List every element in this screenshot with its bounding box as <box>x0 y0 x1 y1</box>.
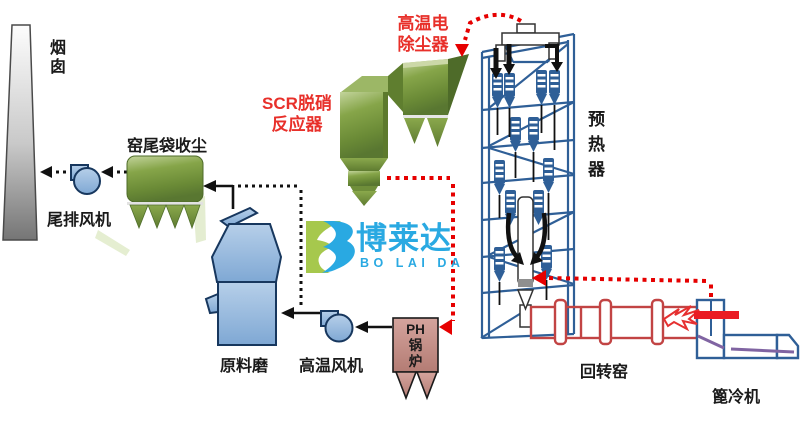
raw-mill <box>204 206 283 346</box>
ph-boiler <box>392 317 439 401</box>
flow-lines-black <box>40 166 392 333</box>
grate-cooler-label: 篦冷机 <box>712 389 761 406</box>
scr-reactor <box>340 76 390 206</box>
esp-label: 高温电 除尘器 <box>397 14 449 54</box>
bag-filter <box>126 155 204 230</box>
smoke-stack-label: 烟 囱 <box>50 40 67 76</box>
rotary-kiln-label: 回转窑 <box>580 364 629 381</box>
ph-boiler-label: PH 锅 炉 <box>406 322 425 369</box>
tail-fan-label: 尾排风机 <box>47 212 112 229</box>
flame-icon <box>662 305 700 332</box>
bag-filter-label: 窑尾袋收尘 <box>127 138 208 155</box>
ht-fan-label: 高温风机 <box>299 358 364 375</box>
rotary-kiln <box>529 298 699 346</box>
grate-cooler <box>662 298 800 360</box>
high-temp-fan <box>320 310 354 343</box>
preheater-tower <box>480 23 576 340</box>
logo-mark <box>306 221 355 273</box>
logo-english-text: BO LAI DA <box>360 256 465 270</box>
burner-pipe <box>694 311 739 319</box>
hot-esp <box>388 54 469 147</box>
scr-reactor-label: SCR脱硝 反应器 <box>262 94 332 134</box>
tail-exhaust-fan <box>70 164 101 195</box>
flow-lines-red <box>387 12 713 335</box>
raw-mill-label: 原料磨 <box>220 358 269 375</box>
preheater-label: 预 热 器 <box>588 110 605 179</box>
smoke-stack <box>2 24 38 241</box>
logo-chinese-text: 博莱达 <box>356 221 452 256</box>
